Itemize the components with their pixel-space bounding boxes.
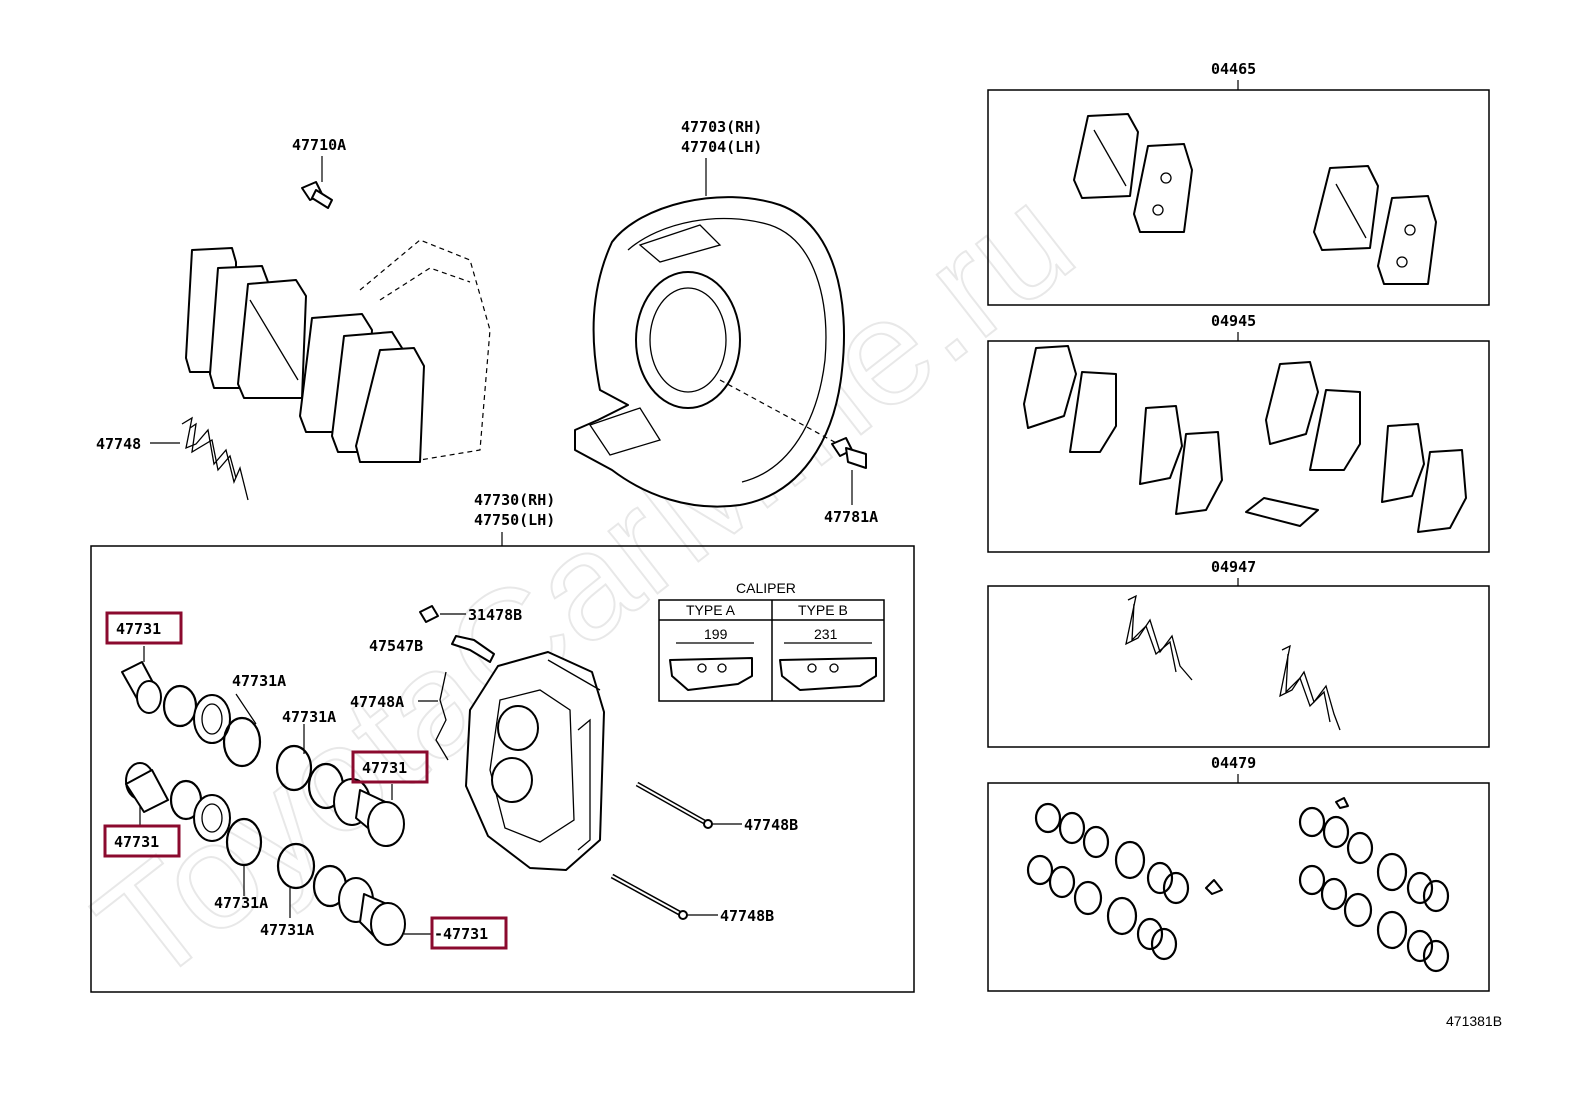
caliper-type-b: TYPE B: [798, 602, 848, 618]
caliper-table-title: CALIPER: [736, 580, 796, 596]
label-47710a[interactable]: 47710A: [292, 136, 346, 154]
anti-squeal-spring-47748: [150, 416, 249, 501]
label-47547b[interactable]: 47547B: [369, 637, 423, 655]
spring-47748a: [418, 671, 449, 761]
kit-box-04479: [987, 782, 1490, 992]
label-47750[interactable]: 47750(LH): [474, 511, 555, 529]
label-47731-1[interactable]: 47731: [116, 620, 161, 638]
cap-31478b: [419, 605, 466, 623]
kit-04947-springs: [1125, 594, 1341, 731]
kit-code-04945[interactable]: 04945: [1211, 312, 1256, 330]
label-47731a-2[interactable]: 47731A: [282, 708, 336, 726]
disc-dust-cover: [574, 158, 845, 508]
highlight-47731-3: [103, 824, 181, 858]
kit-04479-seals: [1026, 797, 1450, 973]
highlight-47731-2: [351, 750, 429, 784]
label-47704[interactable]: 47704(LH): [681, 138, 762, 156]
piston-group-1: [121, 646, 262, 768]
caliper-dim-b: 231: [814, 626, 838, 642]
caliper-assembly-box: [90, 545, 915, 993]
label-47748a[interactable]: 47748A: [350, 693, 404, 711]
label-47731a-4[interactable]: 47731A: [260, 921, 314, 939]
kit-box-04465: [987, 89, 1490, 306]
kit-04465-pads: [1073, 113, 1437, 285]
kit-box-04945: [987, 340, 1490, 553]
pin-47748b-upper: [635, 781, 742, 829]
label-47731-4[interactable]: -47731: [434, 925, 488, 943]
label-47748b-2[interactable]: 47748B: [720, 907, 774, 925]
pin-47748b-lower: [610, 873, 718, 920]
bleeder-screw-47710a: [301, 156, 333, 209]
label-47731-3[interactable]: 47731: [114, 833, 159, 851]
label-47748b-1[interactable]: 47748B: [744, 816, 798, 834]
kit-code-04479[interactable]: 04479: [1211, 754, 1256, 772]
kit-code-04947[interactable]: 04947: [1211, 558, 1256, 576]
kit-code-04465[interactable]: 04465: [1211, 60, 1256, 78]
piston-group-2: [125, 762, 263, 867]
piston-group-3: [275, 744, 405, 847]
caliper-type-a: TYPE A: [686, 602, 736, 618]
kit-box-04947: [987, 585, 1490, 748]
diagram-id: 471381B: [1446, 1013, 1502, 1029]
highlight-47731-4: [430, 916, 508, 950]
label-47748[interactable]: 47748: [96, 435, 141, 453]
bolt-47781a: [831, 437, 867, 505]
label-47781a[interactable]: 47781A: [824, 508, 878, 526]
label-47703[interactable]: 47703(RH): [681, 118, 762, 136]
bleeder-plug-47547b: [451, 635, 495, 663]
label-47731a-1[interactable]: 47731A: [232, 672, 286, 690]
label-47730[interactable]: 47730(RH): [474, 491, 555, 509]
label-47731a-3[interactable]: 47731A: [214, 894, 268, 912]
kit-04945-pads: [1023, 345, 1467, 533]
brake-pad-set: [185, 239, 491, 463]
label-31478b[interactable]: 31478B: [468, 606, 522, 624]
caliper-type-table: CALIPER TYPE A TYPE B 199 231: [658, 580, 885, 702]
piston-group-4: [276, 842, 432, 946]
caliper-dim-a: 199: [704, 626, 728, 642]
caliper-body: [465, 651, 605, 871]
label-47731-2[interactable]: 47731: [362, 759, 407, 777]
highlight-47731-1: [105, 611, 183, 645]
